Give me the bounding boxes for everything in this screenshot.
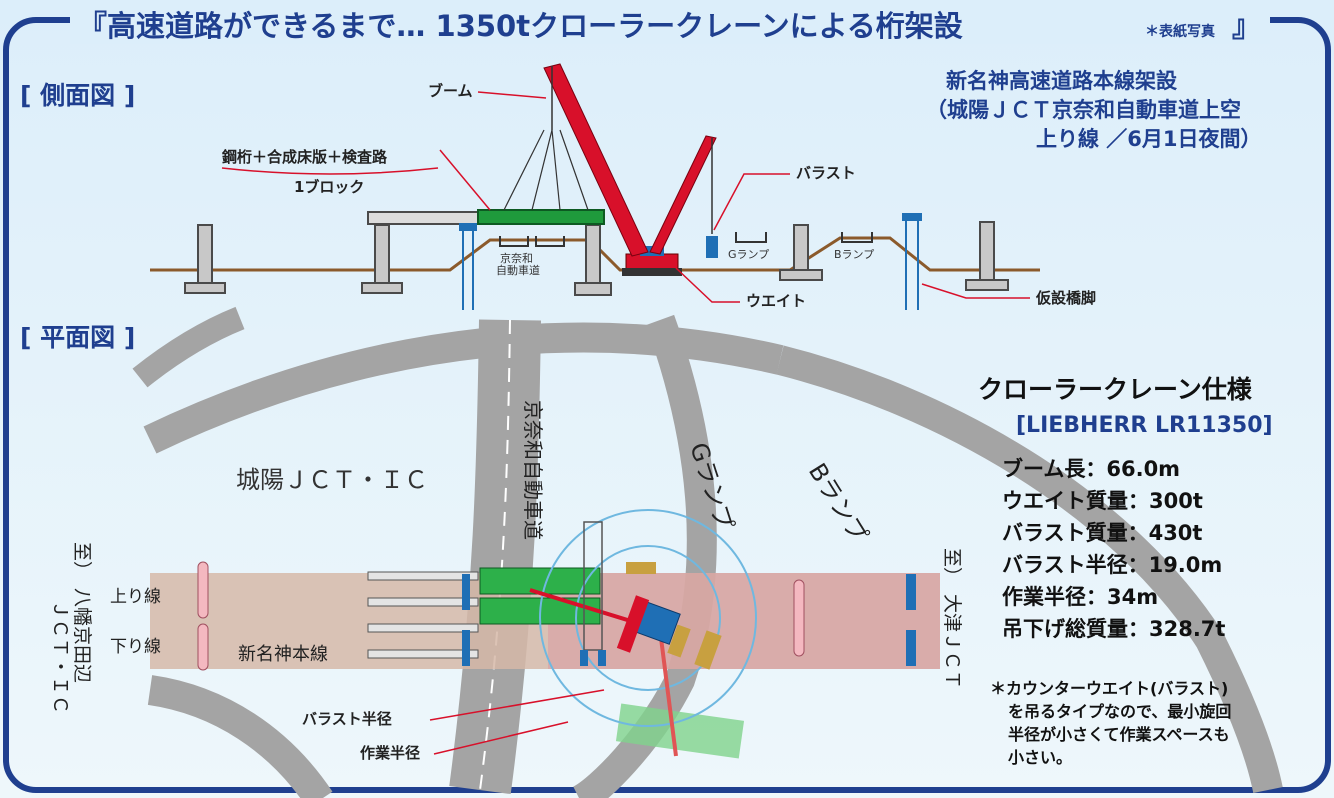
side-view-heading: [ 側面図 ] <box>20 81 135 110</box>
pier-1 <box>184 224 226 294</box>
spec-item-ballast-mass: バラスト質量：430t <box>1002 521 1202 545</box>
spec-note-3: 半径が小さくて作業スペースも <box>1008 725 1230 744</box>
spec-item-work-radius: 作業半径：34m <box>1002 585 1158 609</box>
west-dest-1: 八幡京田辺 <box>71 588 93 683</box>
block-label: 1ブロック <box>294 178 364 196</box>
work-radius-label: 作業半径 <box>360 744 420 762</box>
work-radius-circle <box>539 509 757 727</box>
ballast-leader <box>713 173 790 231</box>
pier-2 <box>361 224 403 294</box>
ballast-label: バラスト <box>796 164 856 182</box>
work-radius-leader <box>433 721 569 755</box>
jct-label: 城陽ＪＣＴ・ＩＣ <box>236 466 428 494</box>
keinawa-road-label: 京奈和自動車道 <box>521 400 545 540</box>
plan-temp-piers <box>462 574 916 666</box>
spec-note-2: を吊るタイプなので、最小旋回 <box>1008 702 1231 721</box>
spec-item-total-mass: 吊下げ総質量：328.7t <box>1002 617 1225 641</box>
keinawa-label-2: 自動車道 <box>496 263 540 277</box>
work-zone-band <box>548 573 940 669</box>
girder-brace <box>221 167 439 175</box>
keinawa-center-line <box>479 319 511 791</box>
boom-label: ブーム <box>428 82 473 100</box>
pier-5 <box>965 221 1009 291</box>
down-line-label: 下り線 <box>110 637 161 657</box>
east-to-label: 至） <box>941 548 963 586</box>
title-mask <box>70 0 1270 44</box>
existing-girder <box>367 211 479 225</box>
plan-view-heading: [ 平面図 ] <box>20 323 135 352</box>
temp-pier-leader <box>921 283 1030 299</box>
spec-item-weight: ウエイト質量：300t <box>1002 489 1203 513</box>
west-to-label: 至） <box>71 542 93 580</box>
ballast-radius-leader <box>429 689 605 721</box>
page-title: 『高速道路ができるまで… 1350tクローラークレーンによる桁架設 <box>78 9 964 43</box>
crane-side <box>503 63 718 276</box>
girder-leader <box>439 149 491 211</box>
plan-stock-girder <box>615 703 745 759</box>
project-line-2: （城陽ＪＣＴ京奈和自動車道上空 <box>926 98 1241 122</box>
spec-item-boom: ブーム長：66.0m <box>1002 457 1180 481</box>
pier-4 <box>779 224 823 281</box>
ballast-radius-circle <box>575 545 721 691</box>
temp-pier-left <box>459 223 477 310</box>
crane-plan <box>529 521 722 757</box>
title-close: 』 <box>1232 9 1261 43</box>
project-line-1: 新名神高速道路本線架設 <box>946 69 1178 93</box>
spec-note-4: 小さい。 <box>1008 748 1072 767</box>
spec-item-ballast-radius: バラスト半径：19.0m <box>1002 553 1222 577</box>
weight-leader <box>675 267 740 303</box>
spec-title: クローラークレーン仕様 <box>978 375 1253 404</box>
weight-label: ウエイト <box>746 292 806 310</box>
boom-leader <box>477 91 547 99</box>
b-ramp-section <box>841 232 873 243</box>
temp-pier-right <box>902 213 922 310</box>
ground-line <box>150 236 1040 272</box>
g-ramp-section <box>735 232 767 243</box>
spec-note-1: ＊カウンターウエイト(バラスト) <box>990 679 1228 698</box>
ballast-radius-label: バラスト半径 <box>302 710 392 728</box>
temp-pier-label: 仮設橋脚 <box>1035 289 1096 307</box>
girder-label: 鋼桁＋合成床版＋検査路 <box>221 148 388 166</box>
main-line-label: 新名神本線 <box>238 644 328 665</box>
east-dest: 大津ＪＣＴ <box>941 594 963 689</box>
g-ramp-label-side: Gランプ <box>728 248 769 261</box>
new-girder-block <box>477 209 605 225</box>
plan-existing-girders <box>367 571 479 659</box>
keinawa-label-1: 京奈和 <box>500 251 533 265</box>
keinawa-section <box>499 236 565 247</box>
up-line-label: 上り線 <box>110 587 161 607</box>
b-ramp-label-side: Bランプ <box>834 248 874 261</box>
west-dest-2: ＪＣＴ・ＩＣ <box>49 600 71 714</box>
title-note: ＊表紙写真 <box>1145 23 1215 40</box>
spec-model: [LIEBHERR LR11350] <box>1016 413 1273 438</box>
project-line-3: 上り線 ／6月1日夜間） <box>1036 127 1262 151</box>
plan-pier-ovals <box>197 561 805 671</box>
